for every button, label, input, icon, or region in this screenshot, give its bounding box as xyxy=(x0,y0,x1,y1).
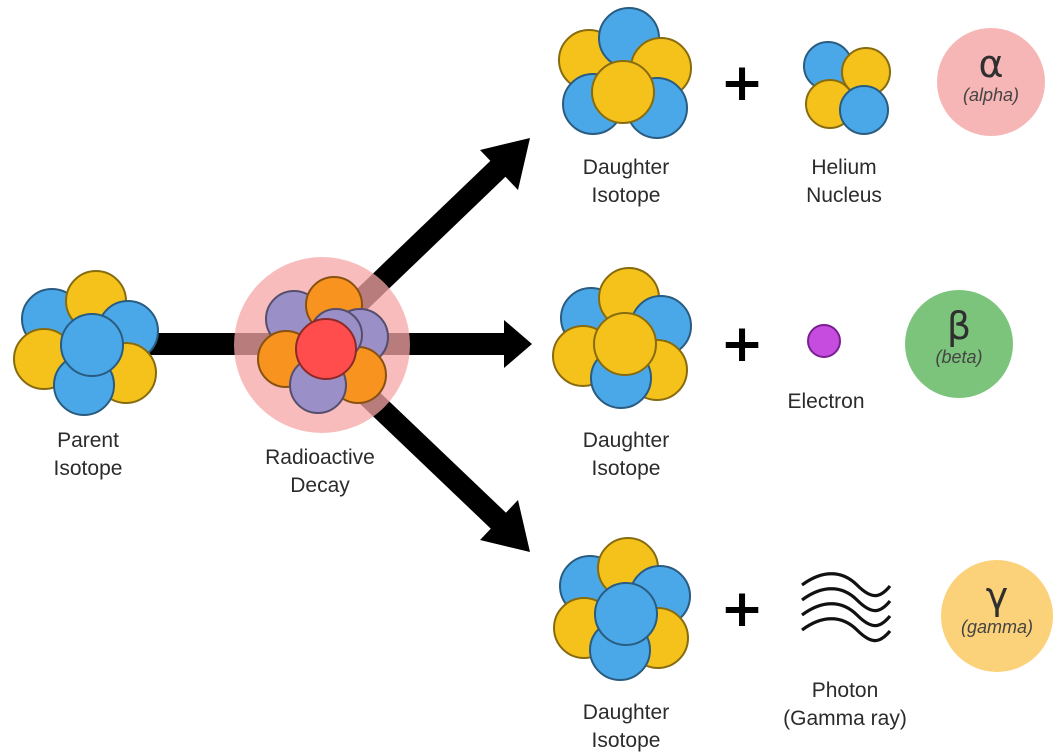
neutron-sphere xyxy=(60,313,124,377)
neutron-sphere xyxy=(594,582,658,646)
photon-label-line1: Photon xyxy=(811,679,879,702)
helium-nucleus-label: Helium Nucleus xyxy=(784,154,904,210)
proton-sphere xyxy=(593,312,657,376)
nucleon-sphere xyxy=(295,318,357,380)
daughter-alpha-line1: Daughter xyxy=(582,156,670,179)
daughter-isotope-beta-label: Daughter Isotope xyxy=(566,427,686,483)
photon-wave-icon xyxy=(801,572,892,643)
helium-nucleus xyxy=(803,41,891,135)
arrow-head-alpha xyxy=(480,138,530,190)
photon-label: Photon (Gamma ray) xyxy=(770,677,920,733)
decay-label-line1: Radioactive xyxy=(265,446,375,469)
plus-sign-gamma: + xyxy=(720,579,764,639)
daughter-isotope-gamma-label: Daughter Isotope xyxy=(566,699,686,755)
svg-text:+: + xyxy=(720,53,764,113)
daughter-isotope-alpha-label: Daughter Isotope xyxy=(566,154,686,210)
beta-symbol: β xyxy=(946,304,972,348)
helium-label-line2: Nucleus xyxy=(806,184,882,207)
daughter-beta-line1: Daughter xyxy=(582,429,670,452)
parent-label-line1: Parent xyxy=(57,429,119,452)
arrow-head-beta xyxy=(504,320,532,368)
parent-label-line2: Isotope xyxy=(53,457,123,480)
gamma-badge: γ (gamma) xyxy=(941,560,1053,672)
neutron-sphere xyxy=(839,85,889,135)
arrow-head-gamma xyxy=(480,500,530,552)
parent-isotope-nucleus xyxy=(13,270,159,416)
daughter-alpha-line2: Isotope xyxy=(591,184,661,207)
proton-sphere xyxy=(591,60,655,124)
radioactive-decay-label: Radioactive Decay xyxy=(240,444,400,500)
alpha-badge: α (alpha) xyxy=(937,28,1045,136)
electron-label: Electron xyxy=(766,388,886,416)
decay-label-line2: Decay xyxy=(290,474,350,497)
plus-sign-beta: + xyxy=(720,314,764,374)
alpha-symbol: α xyxy=(978,42,1004,86)
electron-particle xyxy=(807,324,841,358)
daughter-beta-line2: Isotope xyxy=(591,457,661,480)
daughter-isotope-gamma-nucleus xyxy=(553,537,691,681)
beta-badge: β (beta) xyxy=(905,290,1013,398)
alpha-word: (alpha) xyxy=(962,85,1020,105)
svg-text:+: + xyxy=(720,579,764,639)
parent-isotope-label: Parent Isotope xyxy=(28,427,148,483)
daughter-isotope-beta-nucleus xyxy=(552,267,692,409)
beta-word: (beta) xyxy=(935,347,983,367)
helium-label-line1: Helium xyxy=(811,156,877,179)
decaying-nucleus xyxy=(257,276,389,414)
svg-text:+: + xyxy=(720,314,764,374)
gamma-word: (gamma) xyxy=(960,617,1033,637)
daughter-gamma-line1: Daughter xyxy=(582,701,670,724)
electron-label-line1: Electron xyxy=(787,390,865,413)
daughter-gamma-line2: Isotope xyxy=(591,729,661,752)
gamma-symbol: γ xyxy=(985,574,1009,618)
plus-sign-alpha: + xyxy=(720,53,764,113)
photon-label-line2: (Gamma ray) xyxy=(783,707,907,730)
daughter-isotope-alpha-nucleus xyxy=(558,7,692,139)
